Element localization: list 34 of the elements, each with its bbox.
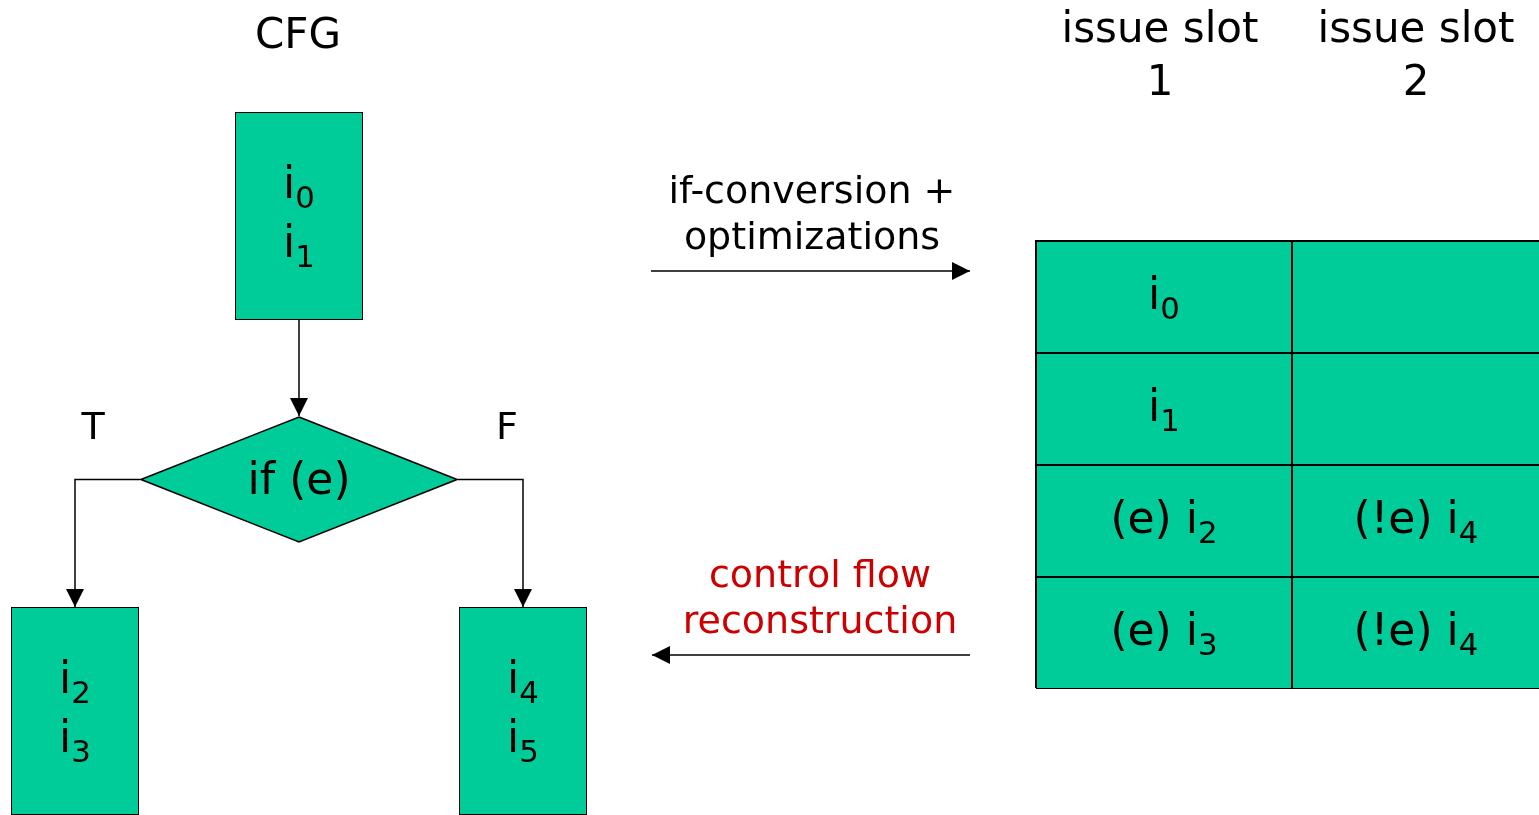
column-header: issue slot 2 xyxy=(1316,2,1516,107)
table-cell xyxy=(1292,241,1539,353)
basic-block xyxy=(459,607,587,815)
instruction-text: i$_{3}$ xyxy=(59,711,91,770)
basic-block xyxy=(235,112,363,320)
decision-diamond xyxy=(140,416,458,543)
instruction-text: (!e) i$_{4}$ xyxy=(1353,603,1479,663)
instruction-text: (e) i$_{3}$ xyxy=(1110,603,1218,663)
table-cell xyxy=(1036,353,1292,465)
table-cell xyxy=(1292,577,1539,689)
arrow xyxy=(651,646,971,664)
arrow xyxy=(650,262,971,280)
table-cell xyxy=(1292,465,1539,577)
column-header: issue slot 1 xyxy=(1060,2,1260,107)
basic-block xyxy=(11,607,139,815)
table-cell xyxy=(1036,577,1292,689)
table-cell xyxy=(1292,353,1539,465)
instruction-text: i$_{1}$ xyxy=(1148,379,1180,439)
instruction-text: (e) i$_{2}$ xyxy=(1110,491,1218,551)
schedule-table xyxy=(1035,240,1539,688)
instruction-text: i$_{2}$ xyxy=(59,652,91,711)
instruction-text: if (e) xyxy=(247,453,351,506)
instruction-text: i$_{4}$ xyxy=(507,652,539,711)
instruction-text: i$_{0}$ xyxy=(283,157,315,216)
graph-label: CFG xyxy=(254,8,342,60)
instruction-text: i$_{0}$ xyxy=(1148,267,1180,327)
arrow xyxy=(66,478,141,608)
instruction-text: (!e) i$_{4}$ xyxy=(1353,491,1479,551)
instruction-text: i$_{1}$ xyxy=(283,216,315,275)
table-cell xyxy=(1036,241,1292,353)
arrow xyxy=(457,478,532,608)
arrow xyxy=(290,319,308,417)
table-cell xyxy=(1036,465,1292,577)
instruction-text: i$_{5}$ xyxy=(507,711,539,770)
